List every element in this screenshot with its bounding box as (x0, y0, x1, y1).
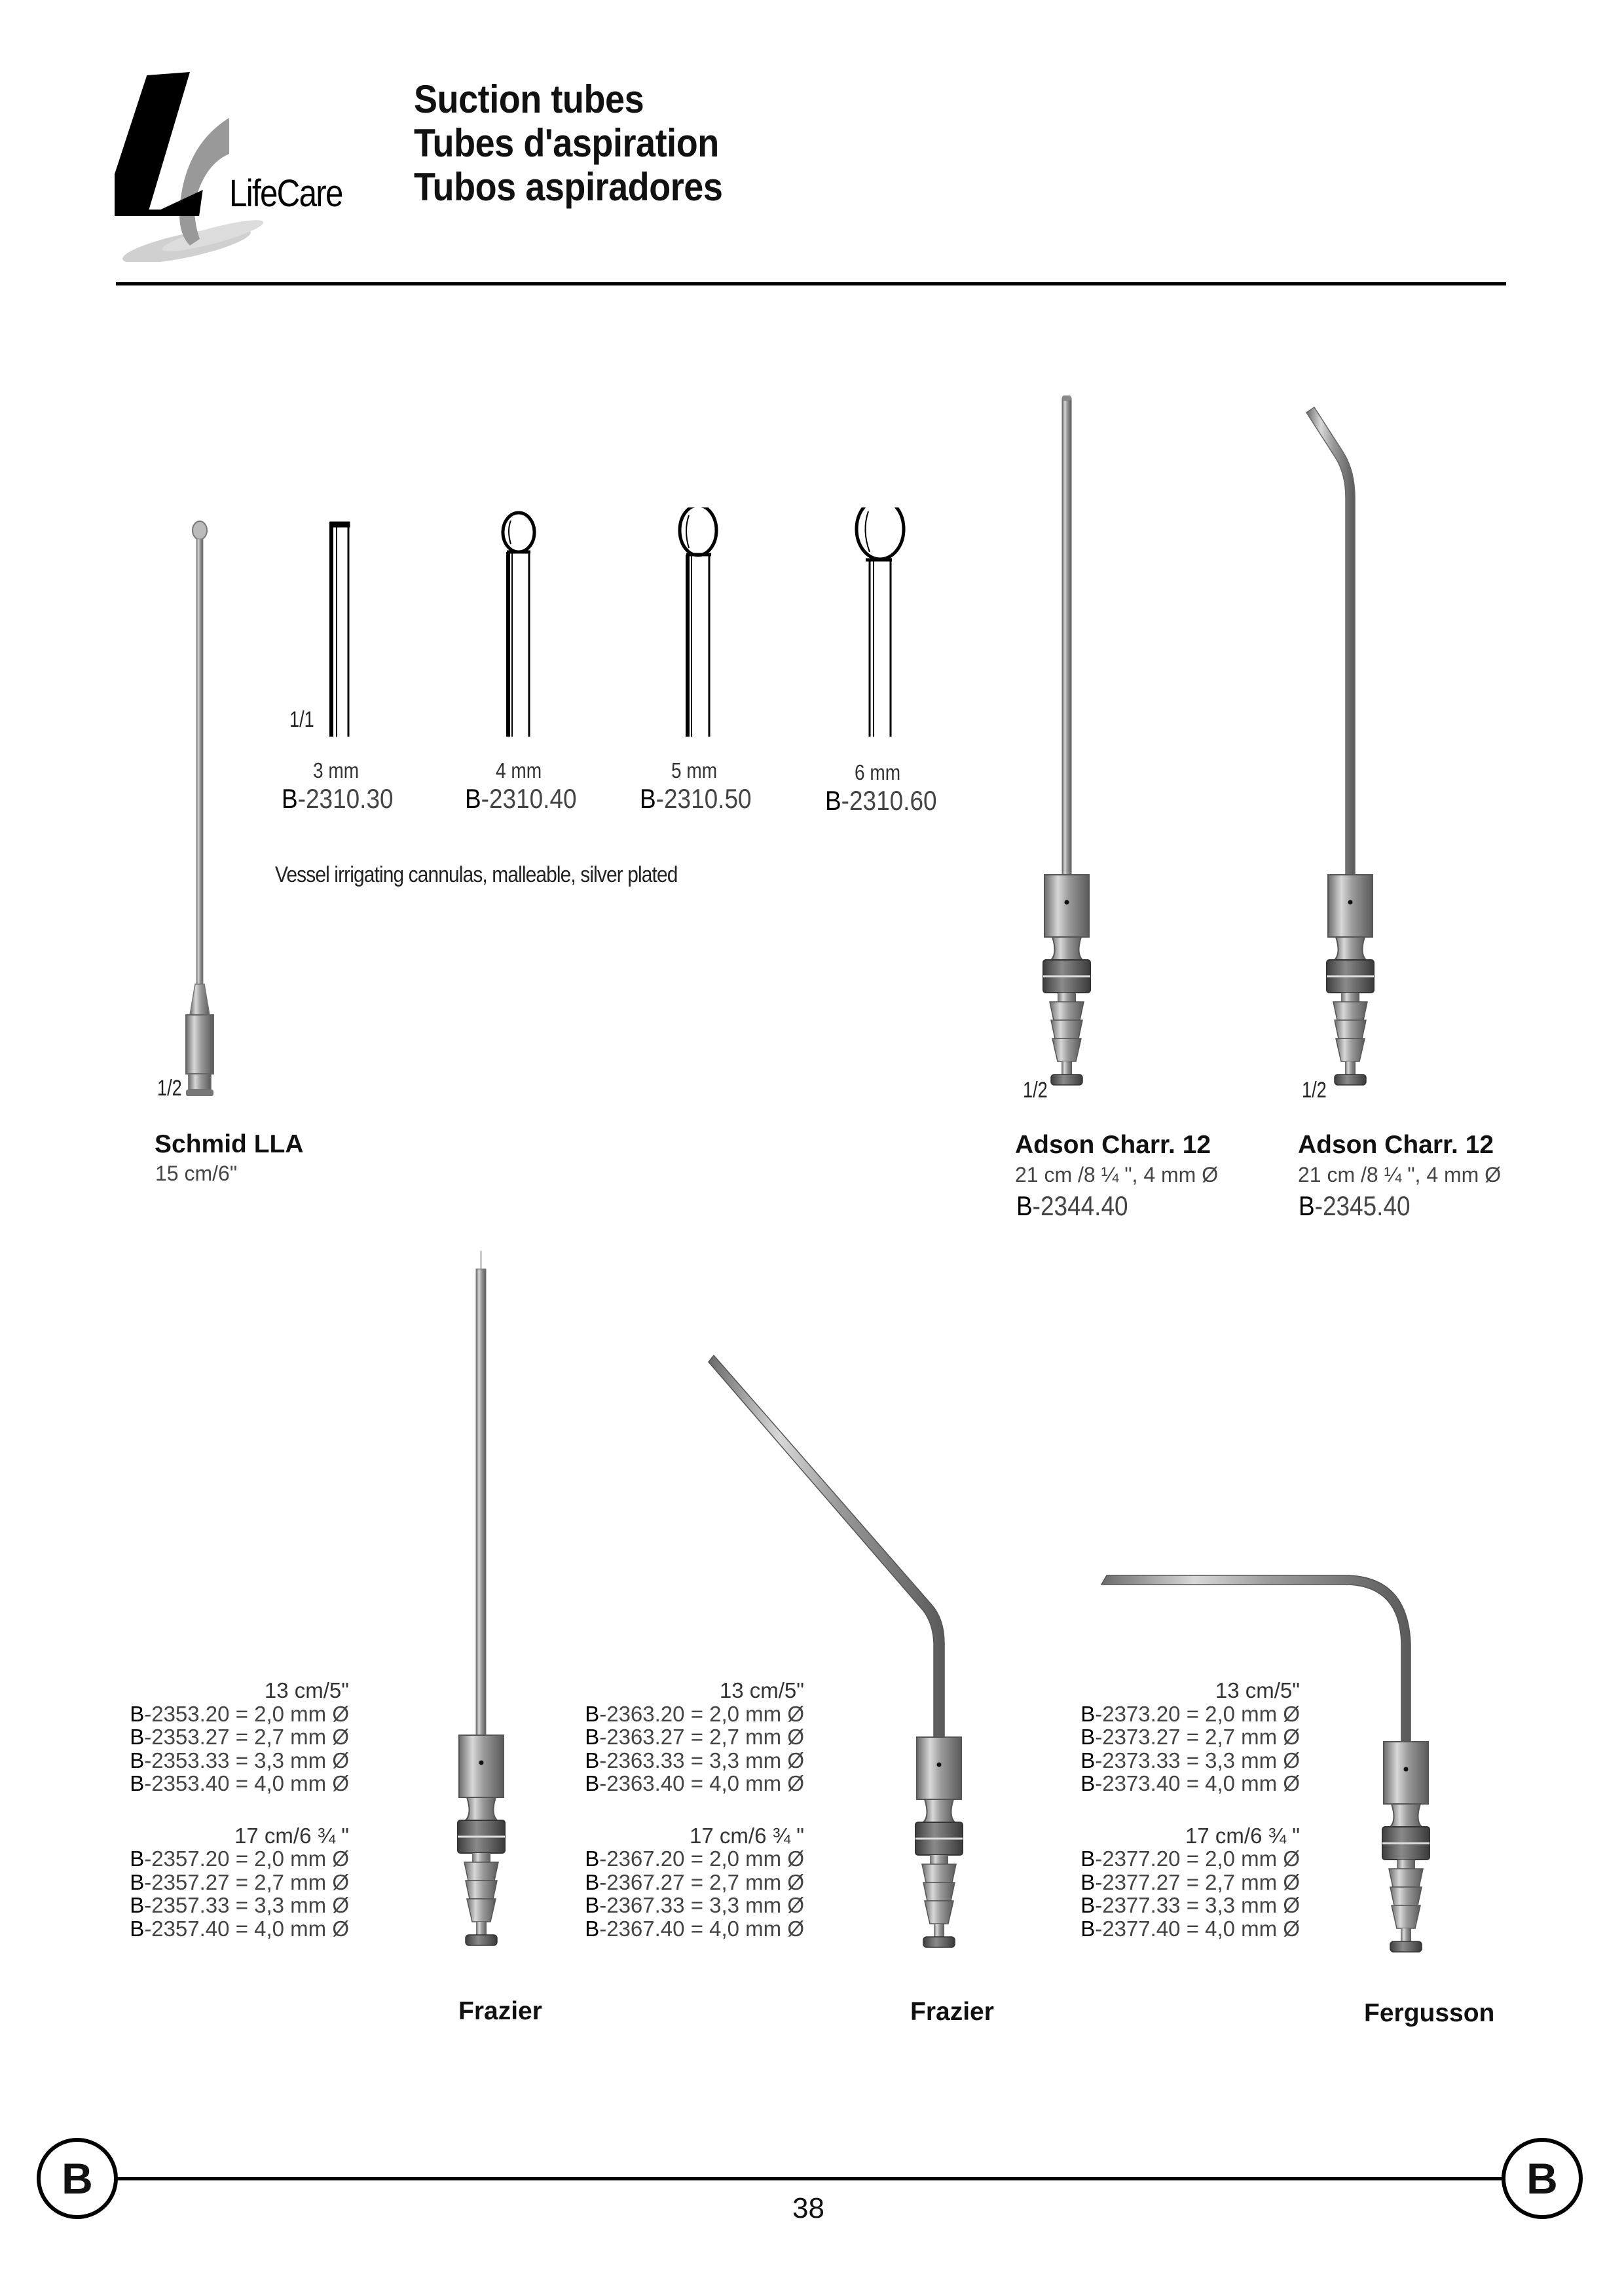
adson2-scale: 1/2 (1302, 1078, 1327, 1103)
length-13cm: 13 cm/5" (264, 1678, 349, 1702)
cannula-3mm (329, 521, 350, 737)
spec-row: B-2363.20 = 2,0 mm Ø (585, 1701, 804, 1726)
length-17cm: 17 cm/6 ¾ " (690, 1823, 804, 1848)
spec-row: B-2363.27 = 2,7 mm Ø (585, 1725, 804, 1749)
title-es: Tubos aspiradores (414, 165, 723, 209)
cannula-size-6mm: 6 mm (855, 760, 901, 784)
spec-row: B-2357.33 = 3,3 mm Ø (130, 1893, 349, 1917)
frazier-straight-name: Frazier (458, 1997, 542, 2025)
adson2-name: Adson Charr. 12 (1298, 1131, 1494, 1159)
spec-row: B-2353.33 = 3,3 mm Ø (130, 1748, 349, 1772)
spec-row: B-2353.27 = 2,7 mm Ø (130, 1725, 349, 1749)
length-17cm: 17 cm/6 ¾ " (234, 1823, 349, 1848)
spec-row: B-2373.40 = 4,0 mm Ø (1080, 1771, 1300, 1795)
cannula-code-3mm: B-2310.30 (282, 783, 394, 814)
spec-row: B-2367.40 = 4,0 mm Ø (585, 1916, 804, 1941)
spec-row: B-2357.40 = 4,0 mm Ø (130, 1916, 349, 1941)
adson1-name: Adson Charr. 12 (1015, 1131, 1211, 1159)
title-en: Suction tubes (414, 77, 644, 121)
adson1-scale: 1/2 (1023, 1078, 1048, 1103)
frazier-angled-specs: 13 cm/5" B-2363.20 = 2,0 mm Ø B-2363.27 … (576, 1679, 804, 1940)
spec-row: B-2357.27 = 2,7 mm Ø (130, 1869, 349, 1894)
spec-row: B-2377.27 = 2,7 mm Ø (1080, 1869, 1300, 1894)
adson1-code: B-2344.40 (1016, 1190, 1128, 1221)
cannula-description: Vessel irrigating cannulas, malleable, s… (275, 862, 678, 887)
schmid-scale: 1/2 (157, 1076, 182, 1101)
adson2-code: B-2345.40 (1299, 1190, 1411, 1221)
cannula-tips-illustration (329, 507, 906, 737)
spec-row: B-2367.33 = 3,3 mm Ø (585, 1893, 804, 1917)
brand-name: LifeCare (229, 172, 343, 215)
spec-row: B-2377.33 = 3,3 mm Ø (1080, 1893, 1300, 1917)
schmid-lla-illustration (185, 521, 214, 1096)
frazier-straight-illustration (456, 1251, 506, 1947)
adson-straight-illustration (1042, 395, 1092, 1086)
spec-row: B-2373.33 = 3,3 mm Ø (1080, 1748, 1300, 1772)
cannula-4mm (501, 511, 536, 737)
frazier-angled-name: Frazier (910, 1998, 994, 2026)
cannula-size-3mm: 3 mm (313, 758, 360, 782)
title-fr: Tubes d'aspiration (414, 121, 719, 165)
spec-row: B-2363.33 = 3,3 mm Ø (585, 1748, 804, 1772)
page-number: 38 (792, 2192, 824, 2224)
length-13cm: 13 cm/5" (1215, 1678, 1300, 1702)
fergusson-specs: 13 cm/5" B-2373.20 = 2,0 mm Ø B-2373.27 … (1074, 1679, 1300, 1940)
adson-curved-illustration (1305, 406, 1375, 1086)
fergusson-illustration (1100, 1575, 1431, 1953)
section-tab-left: B (37, 2138, 118, 2219)
length-17cm: 17 cm/6 ¾ " (1185, 1823, 1300, 1848)
cannula-code-5mm: B-2310.50 (640, 783, 752, 814)
header-divider (116, 282, 1506, 285)
cannula-5mm (678, 507, 718, 737)
adson2-spec: 21 cm /8 ¼ ", 4 mm Ø (1298, 1163, 1502, 1186)
logo-mark-icon (101, 72, 264, 264)
spec-row: B-2367.27 = 2,7 mm Ø (585, 1869, 804, 1894)
spec-row: B-2377.20 = 2,0 mm Ø (1080, 1846, 1300, 1871)
spec-row: B-2373.27 = 2,7 mm Ø (1080, 1725, 1300, 1749)
page-title: Suction tubes Tubes d'aspiration Tubos a… (414, 77, 757, 209)
frazier-angled-illustration (708, 1354, 964, 1949)
spec-row: B-2367.20 = 2,0 mm Ø (585, 1846, 804, 1871)
footer-divider (117, 2177, 1506, 2180)
cannula-size-5mm: 5 mm (671, 758, 718, 782)
lifecare-logo (101, 72, 377, 264)
fergusson-name: Fergusson (1364, 1999, 1495, 2027)
adson1-spec: 21 cm /8 ¼ ", 4 mm Ø (1015, 1163, 1219, 1186)
section-tab-right: B (1502, 2138, 1583, 2219)
frazier-straight-specs: 13 cm/5" B-2353.20 = 2,0 mm Ø B-2353.27 … (123, 1679, 349, 1940)
spec-row: B-2353.40 = 4,0 mm Ø (130, 1771, 349, 1795)
spec-row: B-2357.20 = 2,0 mm Ø (130, 1846, 349, 1871)
length-13cm: 13 cm/5" (719, 1678, 804, 1702)
cannula-size-4mm: 4 mm (496, 758, 542, 782)
cannula-code-6mm: B-2310.60 (825, 785, 937, 816)
cannula-code-4mm: B-2310.40 (465, 783, 577, 814)
spec-row: B-2373.20 = 2,0 mm Ø (1080, 1701, 1300, 1726)
cannula-scale: 1/1 (289, 707, 314, 732)
spec-row: B-2377.40 = 4,0 mm Ø (1080, 1916, 1300, 1941)
cannula-6mm (855, 507, 906, 737)
schmid-name: Schmid LLA (155, 1130, 304, 1158)
spec-row: B-2353.20 = 2,0 mm Ø (130, 1701, 349, 1726)
spec-row: B-2363.40 = 4,0 mm Ø (585, 1771, 804, 1795)
schmid-length: 15 cm/6" (155, 1162, 238, 1185)
